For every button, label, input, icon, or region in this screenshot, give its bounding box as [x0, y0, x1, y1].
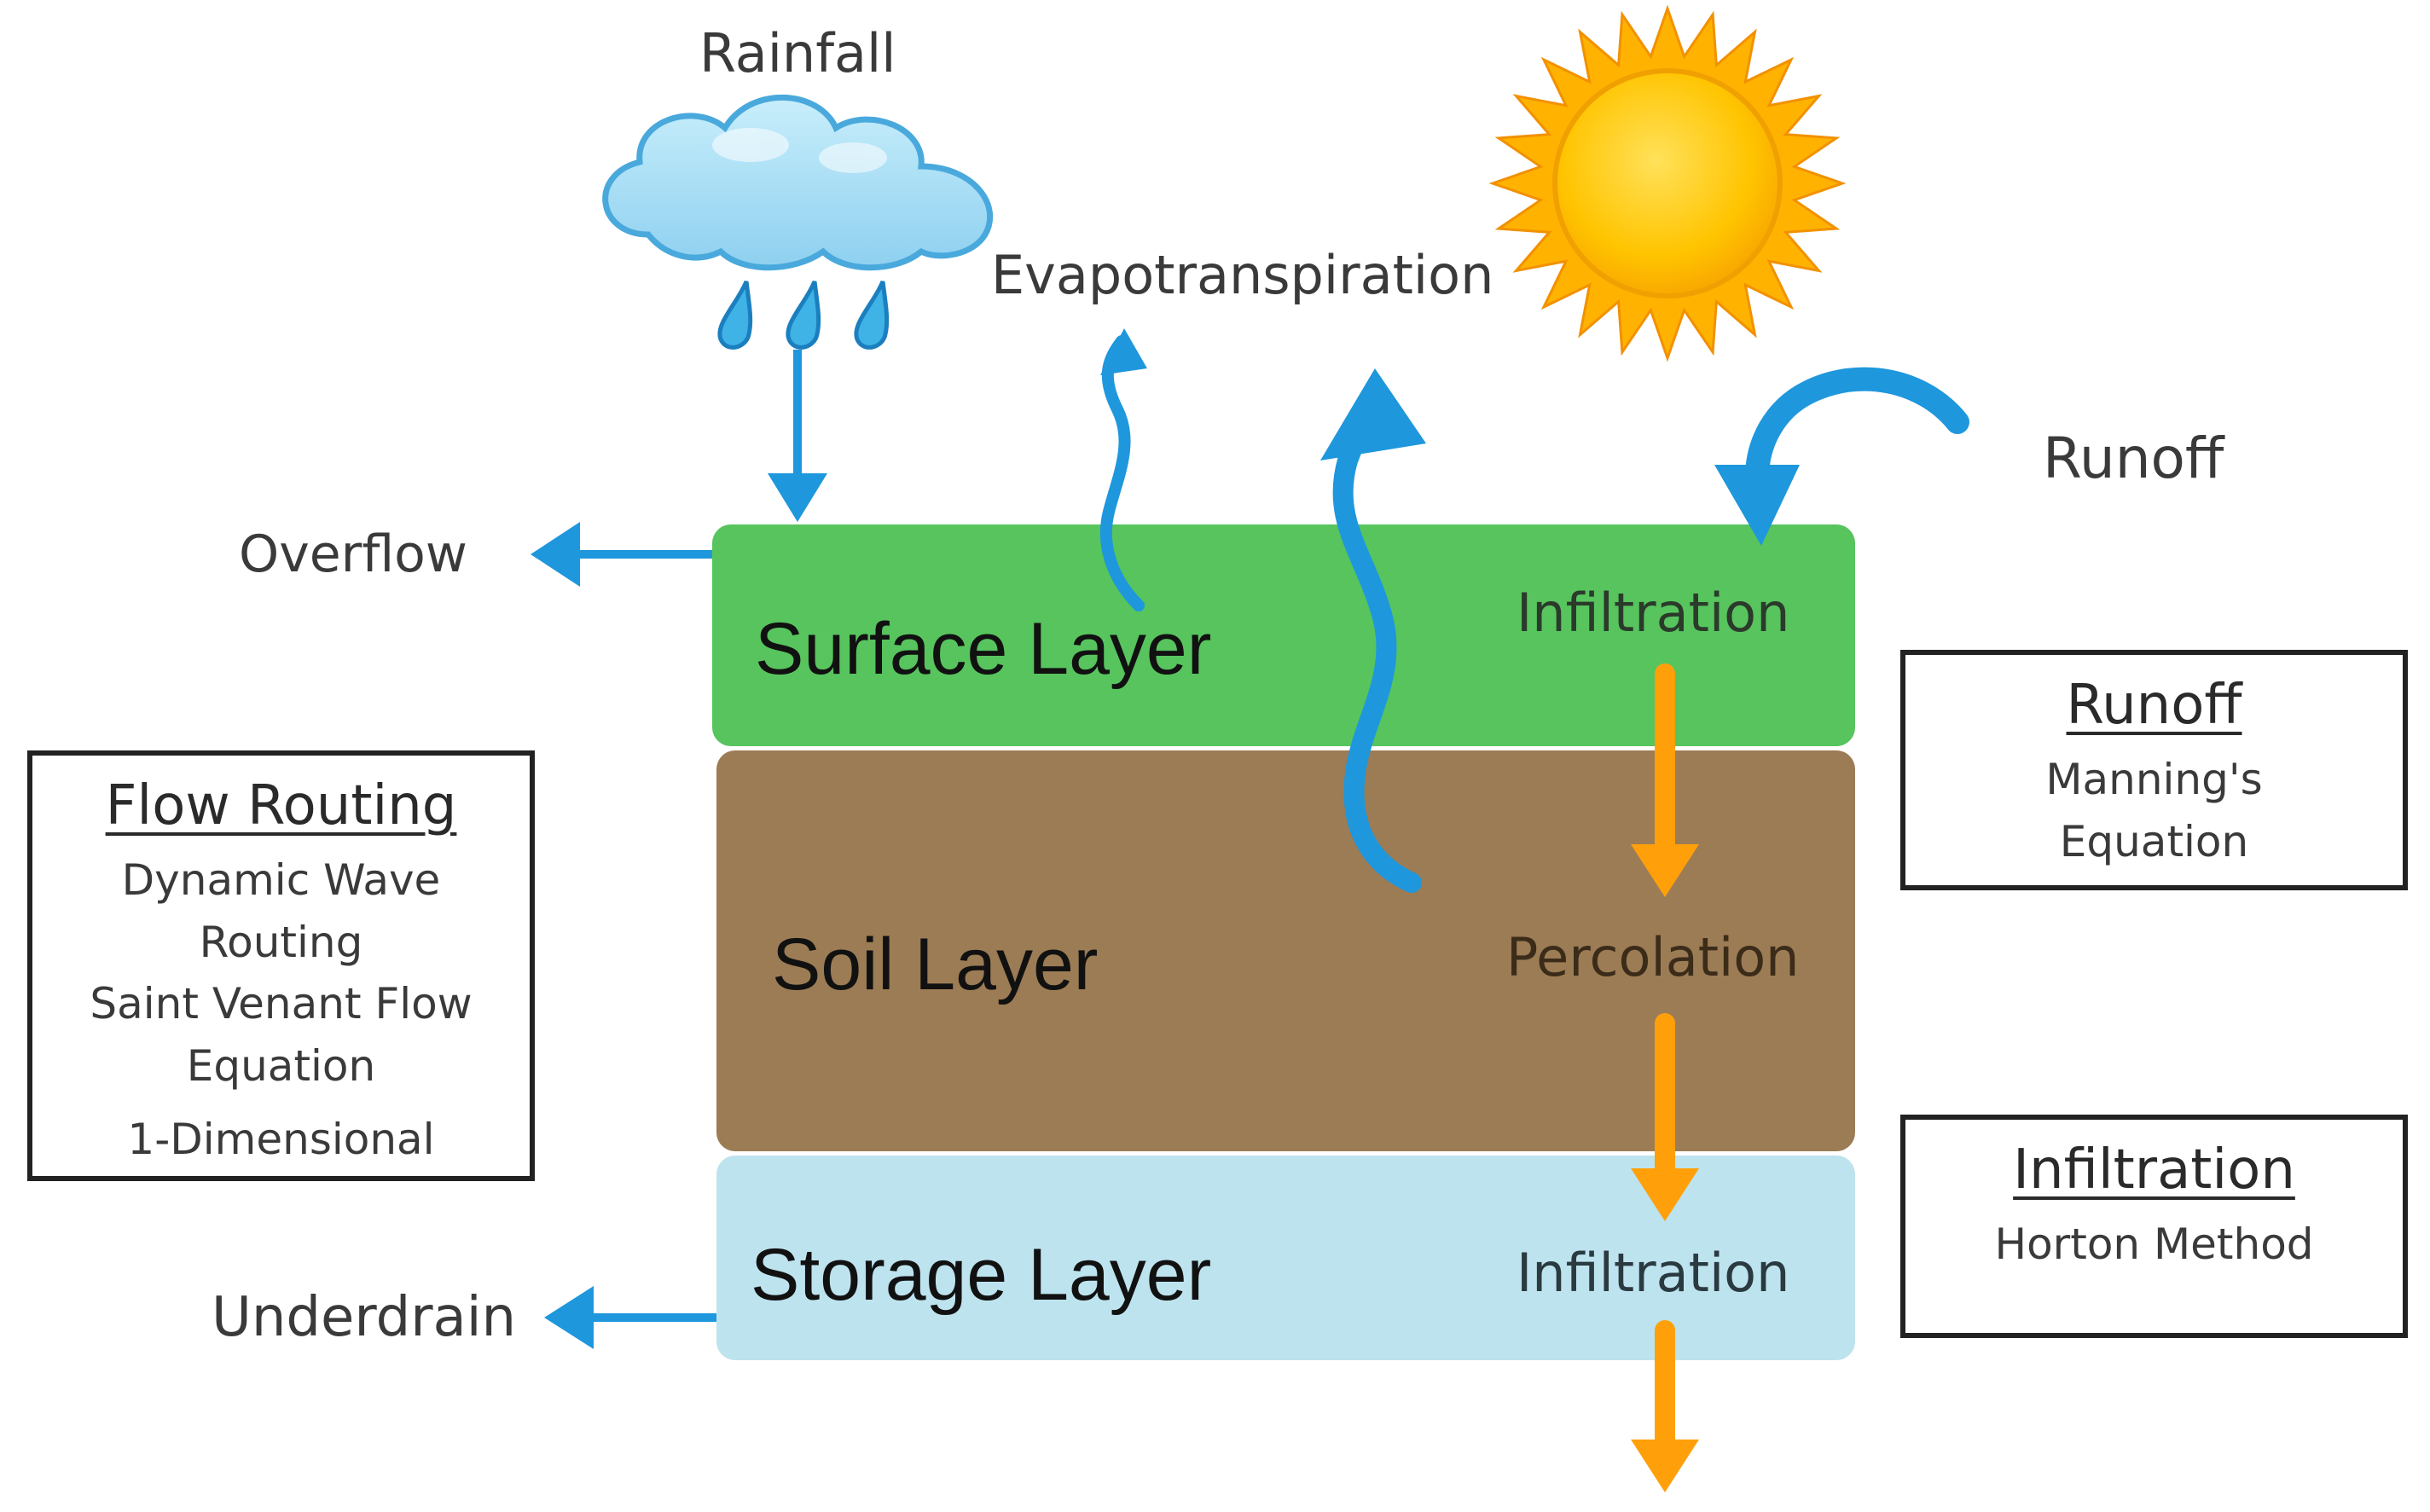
cloud-icon — [602, 94, 993, 271]
storage-layer-title: Storage Layer — [751, 1234, 1212, 1316]
surface-layer — [712, 524, 1855, 746]
evapotranspiration-arrow-large — [1320, 368, 1426, 893]
soil-layer — [716, 750, 1855, 1151]
sun-disc-icon — [1552, 68, 1783, 298]
raindrop-icon — [717, 281, 890, 350]
runoff-box-line: Manning's — [2045, 755, 2263, 804]
soil-layer-title: Soil Layer — [772, 924, 1099, 1005]
infiltration-surface-label: Infiltration — [1517, 582, 1790, 644]
evapotranspiration-arrow-small — [1100, 328, 1147, 611]
flow-routing-line: Equation — [186, 1040, 376, 1091]
underdrain-arrow — [544, 1286, 716, 1349]
percolation-label: Percolation — [1506, 926, 1800, 988]
overflow-label: Overflow — [239, 524, 467, 584]
rainfall-arrow — [768, 350, 827, 522]
flow-routing-line: 1-Dimensional — [127, 1115, 435, 1164]
flow-routing-line: Dynamic Wave — [121, 855, 441, 905]
flow-routing-line: Saint Venant Flow — [90, 979, 473, 1028]
runoff-box: Runoff Manning's Equation — [1900, 650, 2408, 890]
overflow-arrow — [531, 522, 712, 587]
infiltration-box-title: Infiltration — [2013, 1138, 2295, 1202]
runoff-arrow — [1714, 367, 1969, 546]
infiltration-storage-label: Infiltration — [1517, 1242, 1790, 1304]
flow-routing-box: Flow Routing Dynamic Wave Routing Saint … — [27, 750, 535, 1181]
storage-layer — [716, 1156, 1855, 1360]
flow-routing-line: Routing — [199, 917, 363, 967]
cloud-highlight-icon — [712, 128, 887, 173]
sun-icon — [1488, 4, 1847, 362]
runoff-box-title: Runoff — [2066, 674, 2242, 737]
infiltration-box: Infiltration Horton Method — [1900, 1115, 2408, 1338]
flow-routing-title: Flow Routing — [105, 774, 457, 837]
infiltration-arrow-bottom — [1631, 1320, 1699, 1492]
percolation-arrow — [1631, 1013, 1699, 1221]
runoff-box-line: Equation — [2059, 816, 2249, 866]
rainfall-label: Rainfall — [699, 22, 896, 84]
surface-layer-title: Surface Layer — [755, 608, 1212, 690]
runoff-label: Runoff — [2043, 426, 2224, 491]
infiltration-box-line: Horton Method — [1994, 1219, 2314, 1269]
underdrain-label: Underdrain — [212, 1286, 517, 1349]
infiltration-arrow-top — [1631, 663, 1699, 897]
evapotranspiration-label: Evapotranspiration — [991, 244, 1494, 306]
